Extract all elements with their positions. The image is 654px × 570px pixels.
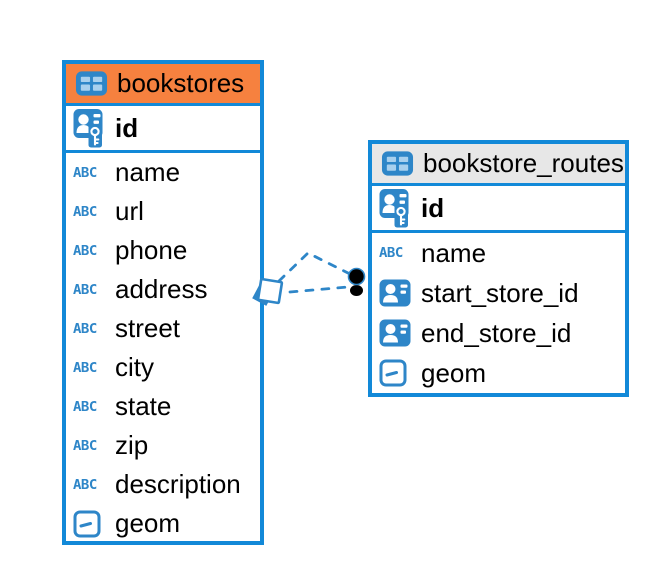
text-type-icon: ABC bbox=[73, 320, 97, 337]
table-name: bookstores bbox=[117, 68, 245, 98]
column-name: name bbox=[421, 237, 487, 268]
column-row[interactable]: ABC address bbox=[66, 270, 260, 309]
column-row[interactable]: ABC city bbox=[66, 348, 260, 387]
relationship-line-lower bbox=[288, 285, 350, 294]
column-list: ABC name ABC url ABC phone ABC address A… bbox=[66, 153, 260, 543]
column-name: geom bbox=[115, 508, 181, 538]
column-name: geom bbox=[421, 357, 487, 388]
relationship-line-upper bbox=[277, 251, 352, 283]
column-list: ABC name start_store_id end_store_id ge bbox=[372, 233, 625, 393]
column-name: name bbox=[115, 157, 181, 187]
table-icon bbox=[75, 70, 108, 97]
column-name: state bbox=[115, 391, 172, 421]
column-name: url bbox=[115, 196, 144, 226]
table-name: bookstore_routes bbox=[423, 148, 624, 178]
geometry-type-icon bbox=[379, 359, 412, 387]
column-name: description bbox=[115, 469, 241, 499]
primary-key-id-icon bbox=[379, 184, 412, 232]
column-row[interactable]: start_store_id bbox=[372, 273, 625, 313]
column-row[interactable]: ABC street bbox=[66, 309, 260, 348]
text-type-icon: ABC bbox=[73, 437, 97, 454]
table-header-bookstores[interactable]: bookstores bbox=[66, 64, 260, 106]
column-name: phone bbox=[115, 235, 188, 265]
primary-key-id-icon bbox=[73, 104, 106, 152]
column-name: city bbox=[115, 352, 154, 382]
column-name: street bbox=[115, 313, 181, 343]
column-name: zip bbox=[115, 430, 149, 460]
text-type-icon: ABC bbox=[73, 359, 97, 376]
column-row[interactable]: ABC zip bbox=[66, 426, 260, 465]
column-row[interactable]: ABC state bbox=[66, 387, 260, 426]
column-row[interactable]: ABC name bbox=[66, 153, 260, 192]
column-name: id bbox=[115, 112, 139, 143]
column-row[interactable]: ABC name bbox=[372, 233, 625, 273]
column-name: end_store_id bbox=[421, 317, 572, 348]
column-row[interactable]: ABC phone bbox=[66, 231, 260, 270]
column-name: start_store_id bbox=[421, 277, 579, 308]
geometry-type-icon bbox=[73, 510, 106, 538]
foreign-key-person-icon bbox=[379, 319, 412, 347]
relationship-dot-lower bbox=[350, 285, 363, 296]
foreign-key-person-icon bbox=[379, 279, 412, 307]
text-type-icon: ABC bbox=[379, 245, 403, 261]
text-type-icon: ABC bbox=[73, 476, 97, 493]
column-row-pk[interactable]: id bbox=[66, 106, 260, 153]
relationship-dot-upper bbox=[347, 267, 366, 286]
column-name: address bbox=[115, 274, 208, 304]
column-row[interactable]: geom bbox=[66, 504, 260, 543]
column-row-pk[interactable]: id bbox=[372, 186, 625, 233]
table-header-bookstore-routes[interactable]: bookstore_routes bbox=[372, 144, 625, 186]
column-name: id bbox=[421, 192, 445, 223]
table-bookstores[interactable]: bookstores id ABC name ABC url ABC phone… bbox=[62, 60, 264, 545]
column-row[interactable]: ABC url bbox=[66, 192, 260, 231]
text-type-icon: ABC bbox=[73, 164, 97, 181]
text-type-icon: ABC bbox=[73, 281, 97, 298]
text-type-icon: ABC bbox=[73, 398, 97, 415]
column-row[interactable]: end_store_id bbox=[372, 313, 625, 353]
table-bookstore-routes[interactable]: bookstore_routes id ABC name start_store… bbox=[368, 140, 629, 397]
column-row[interactable]: ABC description bbox=[66, 465, 260, 504]
table-icon bbox=[381, 150, 414, 177]
text-type-icon: ABC bbox=[73, 203, 97, 220]
text-type-icon: ABC bbox=[73, 242, 97, 259]
column-row[interactable]: geom bbox=[372, 353, 625, 393]
